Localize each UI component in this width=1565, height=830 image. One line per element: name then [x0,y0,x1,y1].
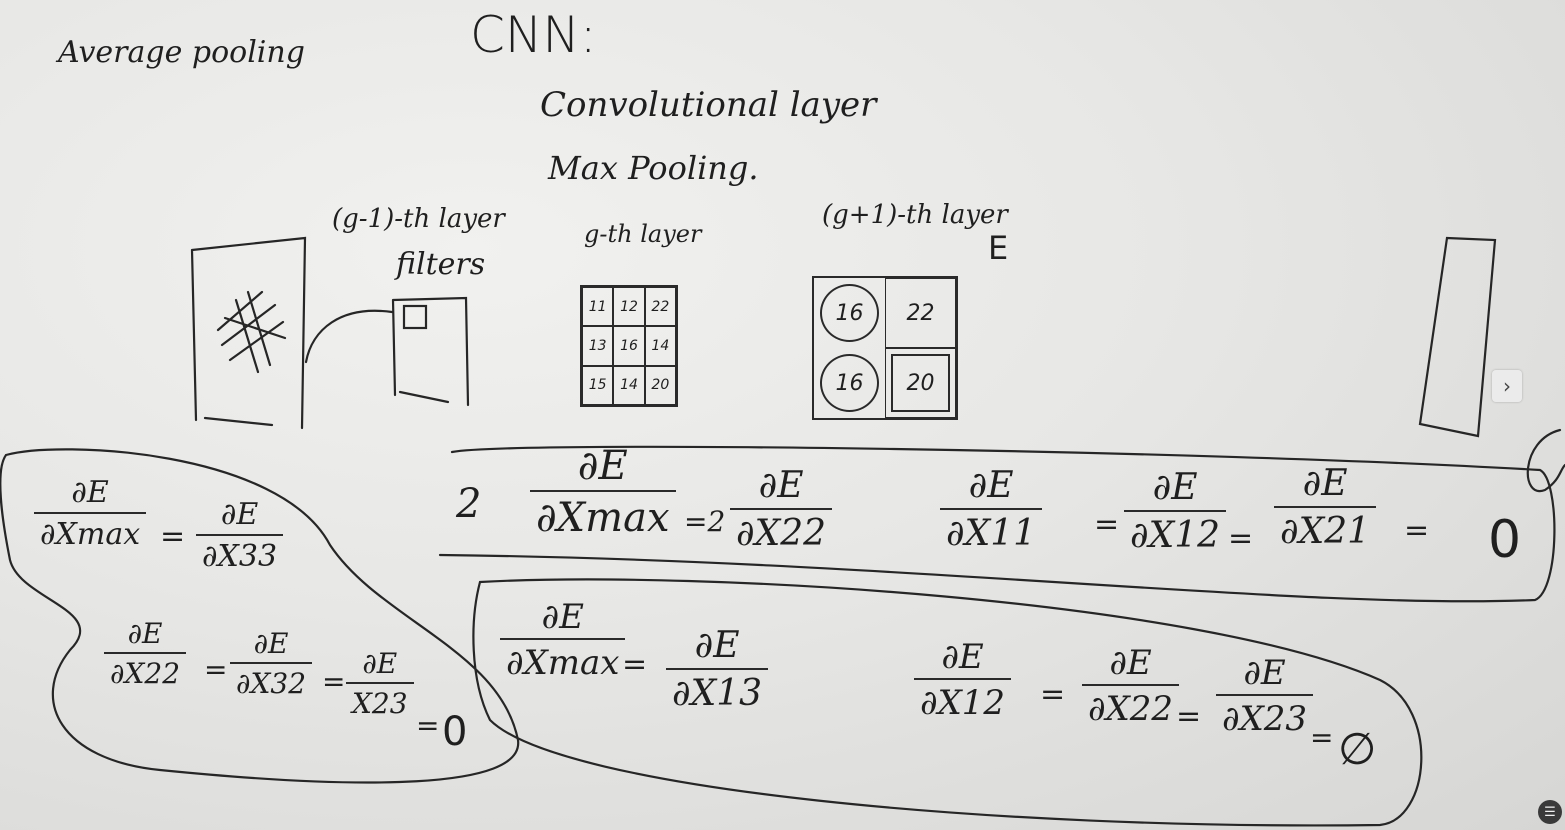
fraction: ∂E∂Xmax [530,446,676,538]
fraction: ∂E∂X33 [196,500,284,572]
convolutional-layer-label: Convolutional layer [540,85,877,125]
fraction: ∂E∂Xmax [34,478,147,550]
fraction: ∂E∂X21 [1274,466,1377,550]
receptive-field-hatching [216,290,287,374]
g-layer-grid: 11 12 22 13 16 14 15 14 20 [580,285,678,407]
grid-cell: 14 [644,326,676,366]
equals-sign: = [322,665,346,698]
grid-cell: 22 [885,278,956,348]
fraction: ∂E∂X22 [104,620,187,688]
grid-cell: 11 [582,287,614,327]
grid-cell: 22 [644,287,676,327]
prev-layer-label: (g-1)-th layer [332,204,505,234]
g-layer-label: g-th layer [584,220,702,248]
equals-sign: = [1310,721,1334,754]
fraction: ∂E∂X13 [666,628,769,712]
equals-two: =2 [684,505,726,538]
equals-sign: = [160,519,186,554]
equals-sign: = [1094,507,1120,542]
cnn-heading: CNN: [470,6,597,64]
equals-sign: = [1176,699,1202,734]
zero-value: 0 [1488,510,1522,570]
next-layer-grid: 16 22 16 20 [812,276,958,420]
grid-cell-circled: 16 [820,354,879,412]
fraction: ∂E∂X22 [730,468,833,552]
max-pooling-label: Max Pooling. [548,149,759,187]
next-image-button[interactable]: › [1492,370,1522,402]
lasso-case2 [438,445,1556,603]
average-pooling-label: Average pooling [58,35,305,70]
grid-cell-boxed: 20 [885,348,956,418]
equals-sign: = [204,653,228,686]
grid-cell: 15 [582,365,614,405]
error-label: E [988,229,1009,267]
grid-cell-circled: 16 [820,284,879,342]
fraction: ∂E∂Xmax [500,600,626,680]
output-vector-outline [1418,236,1497,438]
chat-glyph: ☰ [1544,804,1556,820]
fraction: ∂E∂X12 [1124,470,1227,554]
equals-sign: = [1040,677,1066,712]
equals-sign: = [416,709,440,742]
filter-arrow [304,309,394,364]
lasso-case3 [472,578,1423,827]
fraction: ∂E∂X12 [914,640,1012,720]
grid-cell: 14 [613,365,645,405]
equals-sign: = [1404,513,1430,548]
grid-cell: 16 [613,326,645,366]
grid-cell: 13 [582,326,614,366]
empty-set-symbol: ∅ [1338,724,1377,775]
chevron-right-icon: › [1503,374,1511,398]
fraction: ∂E∂X23 [1216,656,1314,736]
next-layer-label: (g+1)-th layer [822,200,1008,230]
filters-label: filters [396,247,486,282]
zero-value: 0 [442,709,468,755]
filter-kernel [402,304,428,330]
grid-cell: 12 [613,287,645,327]
equals-sign: = [622,647,648,682]
fraction: ∂E∂X22 [1082,646,1180,726]
chat-icon[interactable]: ☰ [1538,800,1562,824]
lasso-case1 [0,448,520,784]
fraction: ∂E∂X11 [940,468,1043,552]
partial-symbol-edge [1526,428,1565,493]
fraction: ∂E∂X32 [230,630,313,698]
case2-prefix: 2 [456,481,482,527]
equals-sign: = [1228,521,1254,556]
filter-outline [391,296,470,407]
input-feature-map-outline [190,236,307,430]
grid-cell: 20 [644,365,676,405]
